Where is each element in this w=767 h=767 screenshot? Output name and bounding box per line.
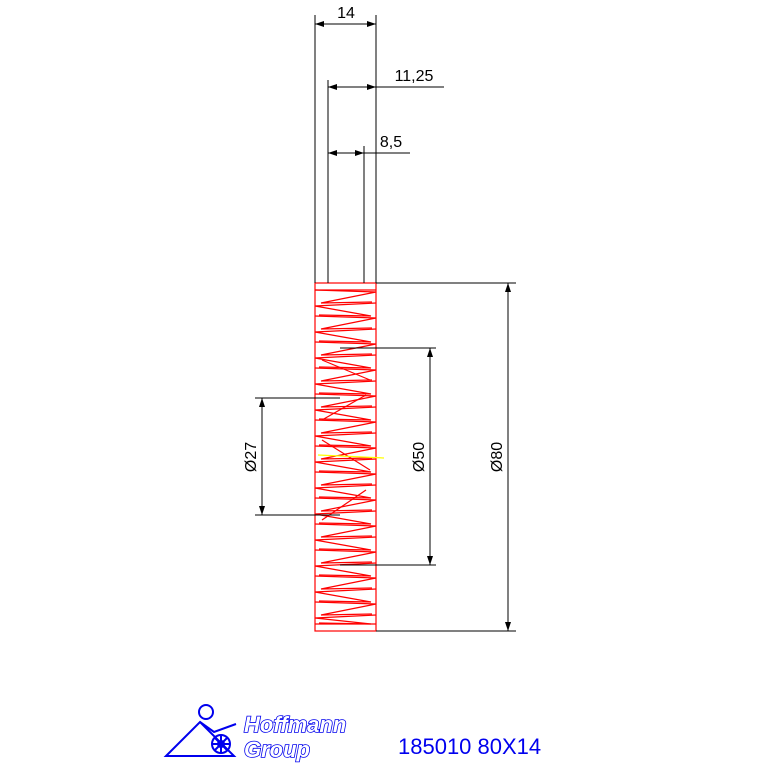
tooth-hatch-line [314, 601, 377, 616]
dim-label-dia-80: Ø80 [489, 442, 506, 472]
logo-word-group: Group [244, 737, 310, 762]
tooth-hatch-line [314, 614, 377, 625]
logo-head [198, 704, 214, 720]
tooth-hatch-line [314, 328, 377, 343]
logo-arm [199, 721, 237, 734]
tooth-hatch-line [314, 588, 377, 603]
dim-label-85: 8,5 [380, 134, 402, 151]
tooth-hatch-line [314, 523, 377, 538]
tooth-hatch-line [314, 341, 377, 356]
dim-label-dia-50: Ø50 [411, 442, 428, 472]
tooth-hatch-line [314, 549, 377, 564]
tooth-hatch-line [314, 458, 377, 473]
tooth-hatch-line [314, 497, 377, 512]
tooth-hatch-line [314, 302, 377, 317]
tooth-hatch-line [314, 484, 377, 499]
center-mark-line [317, 454, 385, 459]
dimension-lines [255, 15, 516, 632]
tooth-hatch-line [314, 432, 377, 447]
dim-label-1125: 11,25 [395, 68, 434, 85]
bore-notch-line [321, 439, 371, 471]
tooth-hatch-line [314, 367, 377, 382]
tooth-hatch-line [314, 536, 377, 551]
hoffmann-group-logo-icon [163, 704, 237, 757]
logo-gear-spoke-4 [214, 737, 228, 751]
bore-notch-line [321, 394, 367, 421]
tooth-hatch-line [314, 445, 377, 460]
tooth-hatch-line [314, 471, 377, 486]
hoffmann-group-logo: Hoffmann Group [163, 704, 347, 763]
gear-outline [314, 282, 377, 632]
tooth-hatch-line [314, 393, 377, 408]
tooth-hatch-line [314, 289, 377, 304]
tooth-hatch-line [314, 380, 377, 395]
tooth-hatch-line [314, 315, 377, 330]
logo-triangle [163, 720, 237, 757]
bore-notch-line [321, 359, 371, 381]
part-number: 185010 80X14 [398, 734, 541, 759]
dim-label-dia-27: Ø27 [243, 442, 260, 472]
logo-word-hoffmann: Hoffmann [244, 712, 346, 737]
tooth-hatch-line [314, 575, 377, 590]
tooth-hatch-line [314, 354, 377, 369]
tooth-hatch-line [314, 406, 377, 421]
dim-label-14: 14 [337, 5, 355, 22]
tooth-hatch-line [314, 419, 377, 434]
tooth-hatch-line [314, 510, 377, 525]
